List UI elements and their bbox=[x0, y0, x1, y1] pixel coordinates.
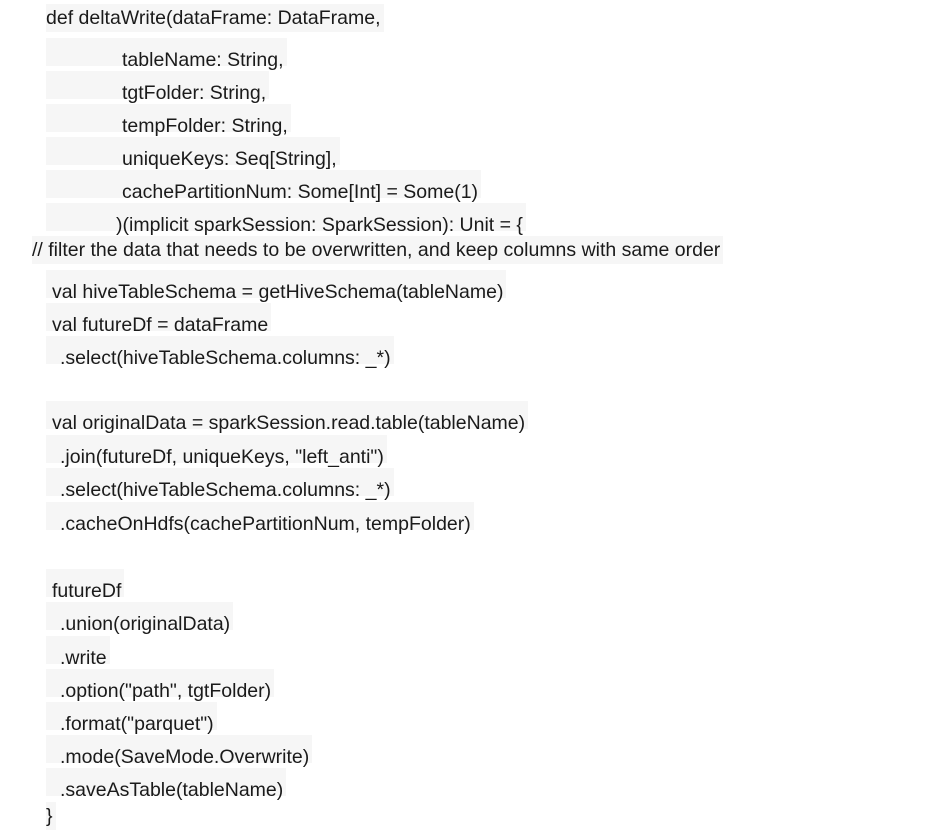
code-line-24: .saveAsTable(tableName) bbox=[46, 768, 287, 801]
code-line-10: val futureDf = dataFrame bbox=[46, 303, 272, 336]
code-line-18: futureDf bbox=[46, 569, 125, 602]
code-line-5: uniqueKeys: Seq[String], bbox=[46, 137, 340, 170]
code-line-23: .mode(SaveMode.Overwrite) bbox=[46, 735, 313, 768]
code-line-6: cachePartitionNum: Some[Int] = Some(1) bbox=[46, 170, 482, 203]
code-line-21: .option("path", tgtFolder) bbox=[46, 669, 275, 702]
code-line-14: .join(futureDf, uniqueKeys, "left_anti") bbox=[46, 435, 387, 468]
code-line-19: .union(originalData) bbox=[46, 602, 234, 635]
code-line-9: val hiveTableSchema = getHiveSchema(tabl… bbox=[46, 270, 507, 303]
code-line-8: // filter the data that needs to be over… bbox=[32, 236, 724, 264]
code-line-16: .cacheOnHdfs(cachePartitionNum, tempFold… bbox=[46, 502, 474, 535]
code-line-3: tgtFolder: String, bbox=[46, 71, 270, 104]
code-line-7: )(implicit sparkSession: SparkSession): … bbox=[46, 203, 526, 236]
code-line-2: tableName: String, bbox=[46, 38, 287, 71]
code-line-15: .select(hiveTableSchema.columns: _*) bbox=[46, 468, 394, 501]
code-line-20: .write bbox=[46, 636, 110, 669]
code-line-13: val originalData = sparkSession.read.tab… bbox=[46, 401, 529, 434]
code-line-25: } bbox=[46, 802, 56, 830]
code-line-11: .select(hiveTableSchema.columns: _*) bbox=[46, 336, 394, 369]
code-line-22: .format("parquet") bbox=[46, 702, 217, 735]
code-line-1: def deltaWrite(dataFrame: DataFrame, bbox=[46, 4, 384, 32]
code-line-4: tempFolder: String, bbox=[46, 104, 291, 137]
